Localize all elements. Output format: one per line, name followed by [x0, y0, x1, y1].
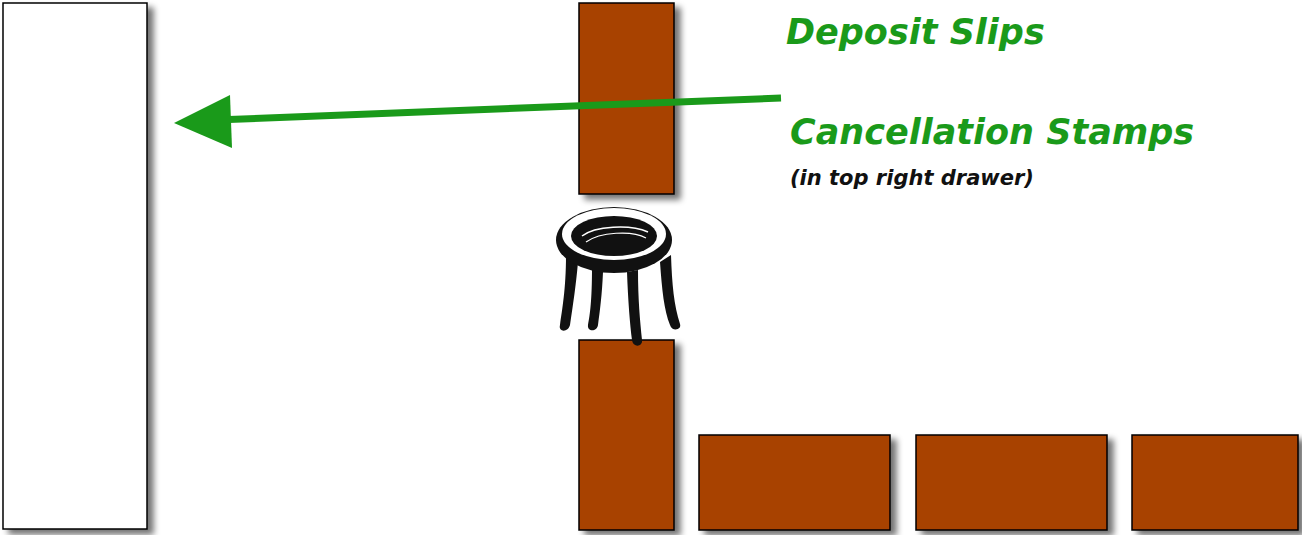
desk: [1132, 435, 1298, 530]
desk: [579, 340, 674, 530]
desk: [579, 3, 674, 194]
desk: [699, 435, 890, 530]
leader-arrow: [174, 95, 781, 148]
callout-label: Deposit Slips: [786, 12, 1045, 52]
callout-label: (in top right drawer): [790, 166, 1034, 191]
desk: [916, 435, 1107, 530]
stool-icon: [556, 207, 680, 346]
counter: [3, 3, 147, 529]
callout-label: Cancellation Stamps: [790, 112, 1194, 152]
